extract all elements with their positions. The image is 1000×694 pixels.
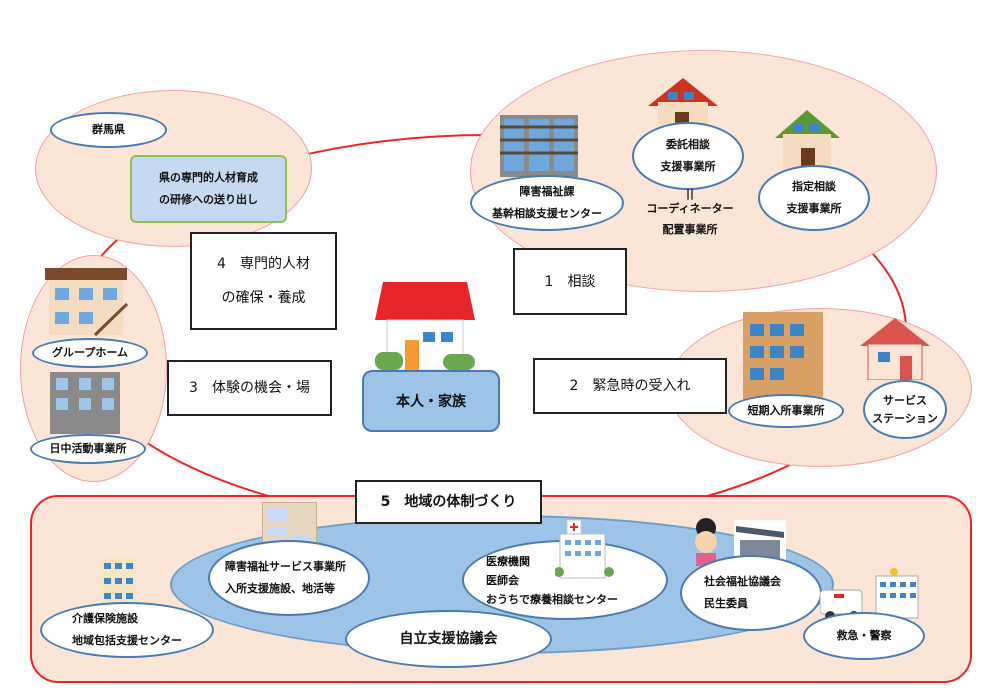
independence-support-council: 自立支援協議会 (345, 610, 552, 668)
care-facility: 介護保険施設地域包括支援センター (40, 602, 214, 658)
entrusted-line: 委託相談 (666, 138, 710, 151)
care-line: 地域包括支援センター (72, 634, 182, 647)
hospital-icon (555, 520, 614, 579)
social-line: 民生委員 (704, 597, 748, 610)
service-station-line: ステーション (872, 411, 938, 425)
box-1: 1 相談 (513, 248, 627, 315)
designated-office: 指定相談支援事業所 (758, 165, 870, 231)
training-line: 県の専門的人材育成 (159, 171, 258, 184)
green-house-icon (775, 110, 840, 168)
day-facility-icon (50, 372, 120, 434)
home-icon (375, 282, 475, 371)
service-station: サービスステーション (863, 380, 947, 439)
welfare-line: 入所支援施設、地活等 (225, 582, 335, 595)
equals-sign: || (685, 187, 695, 200)
welfare-line: 障害福祉サービス事業所 (225, 560, 346, 573)
short-stay-office: 短期入所事業所 (728, 394, 844, 428)
service-station-house-icon (860, 318, 930, 380)
welfare-service-office: 障害福祉サービス事業所入所支援施設、地活等 (208, 540, 370, 616)
coordinator-label: || コーディネーター配置事業所 (640, 186, 740, 237)
medical-line: 医療機関 (486, 554, 530, 568)
coordinator-line: 配置事業所 (662, 223, 718, 236)
entrusted-office: 委託相談支援事業所 (632, 122, 744, 190)
box-4-line: の確保・養成 (221, 290, 306, 306)
care-line: 介護保険施設 (72, 612, 138, 625)
designated-line: 支援事業所 (786, 202, 842, 215)
training-line: の研修への送り出し (159, 193, 258, 206)
pref-name: 群馬県 (50, 112, 167, 148)
coordinator-line: コーディネーター (646, 202, 734, 215)
service-station-line: サービス (883, 393, 927, 407)
medical-line: おうちで療養相談センター (486, 592, 618, 606)
box-3: 3 体験の機会・場 (167, 360, 332, 416)
day-facility: 日中活動事業所 (30, 434, 146, 464)
box-4-line: 4 専門的人材 (217, 256, 310, 272)
group-home: グループホーム (32, 338, 148, 368)
office-building-icon (500, 115, 578, 177)
ambulance-police-icon (820, 568, 919, 621)
social-welfare-council: 社会福祉協議会民生委員 (680, 555, 822, 631)
person-family: 本人・家族 (362, 370, 500, 432)
consult-center: 障害福祉課基幹相談支援センター (470, 175, 624, 231)
training-box: 県の専門的人材育成の研修への送り出し (130, 155, 287, 223)
designated-line: 指定相談 (792, 180, 836, 193)
box-5: 5 地域の体制づくり (355, 480, 542, 524)
consult-center-line: 障害福祉課 (519, 185, 575, 198)
box-2: 2 緊急時の受入れ (533, 358, 727, 414)
entrusted-line: 支援事業所 (660, 160, 716, 173)
emergency-police: 救急・警察 (803, 612, 925, 660)
social-line: 社会福祉協議会 (704, 575, 781, 588)
short-stay-building-icon (743, 312, 823, 400)
medical-line: 医師会 (486, 573, 519, 587)
group-home-icon (45, 268, 129, 337)
box-4: 4 専門的人材の確保・養成 (190, 232, 337, 330)
consult-center-line: 基幹相談支援センター (492, 207, 602, 220)
